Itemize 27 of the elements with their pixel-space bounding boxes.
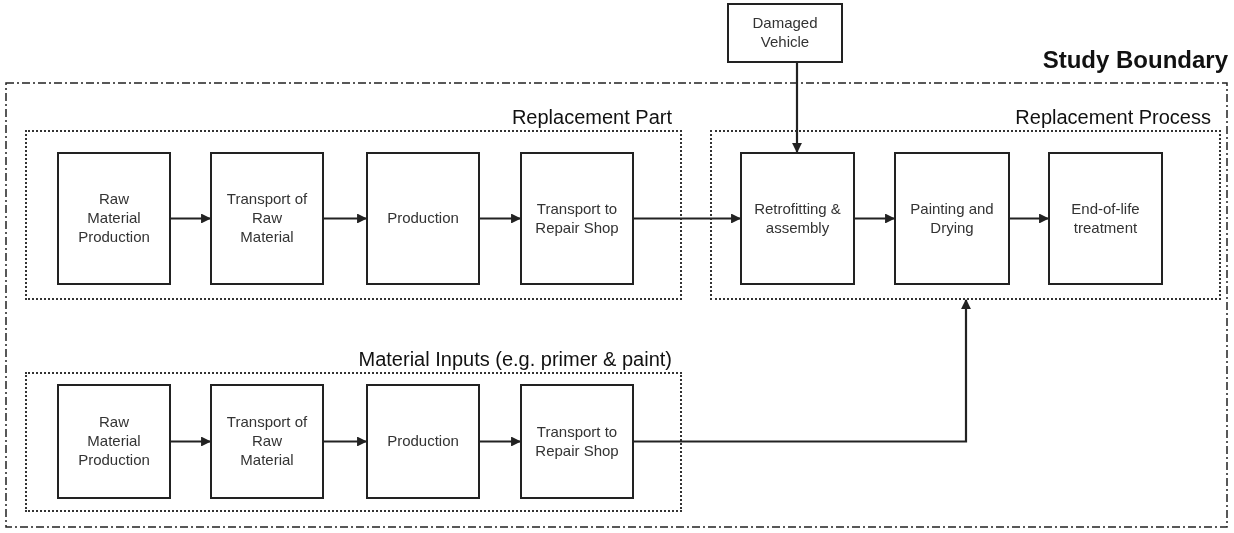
arrow [324, 436, 367, 447]
process-box: Transport to Repair Shop [520, 152, 634, 285]
process-box: End-of-life treatment [1048, 152, 1163, 285]
arrow [480, 436, 521, 447]
group-title: Material Inputs (e.g. primer & paint) [358, 349, 672, 369]
process-box: Transport of Raw Material [210, 152, 324, 285]
process-box: Raw Material Production [57, 384, 171, 499]
process-box: Production [366, 384, 480, 499]
process-box: Retrofitting & assembly [740, 152, 855, 285]
arrow [324, 213, 367, 224]
arrow [480, 213, 521, 224]
arrow [1010, 213, 1049, 224]
process-box: Painting and Drying [894, 152, 1010, 285]
process-box: Transport to Repair Shop [520, 384, 634, 499]
arrow [634, 299, 971, 443]
group-title: Replacement Part [511, 107, 672, 127]
boundary-title: Study Boundary [1042, 48, 1228, 72]
process-box: Transport of Raw Material [210, 384, 324, 499]
process-box: Damaged Vehicle [727, 3, 843, 63]
arrow [171, 436, 211, 447]
arrow [855, 213, 895, 224]
group-title: Replacement Process [1015, 107, 1211, 127]
process-box: Production [366, 152, 480, 285]
arrow [171, 213, 211, 224]
arrow [792, 63, 802, 153]
arrow [634, 213, 741, 224]
process-box: Raw Material Production [57, 152, 171, 285]
